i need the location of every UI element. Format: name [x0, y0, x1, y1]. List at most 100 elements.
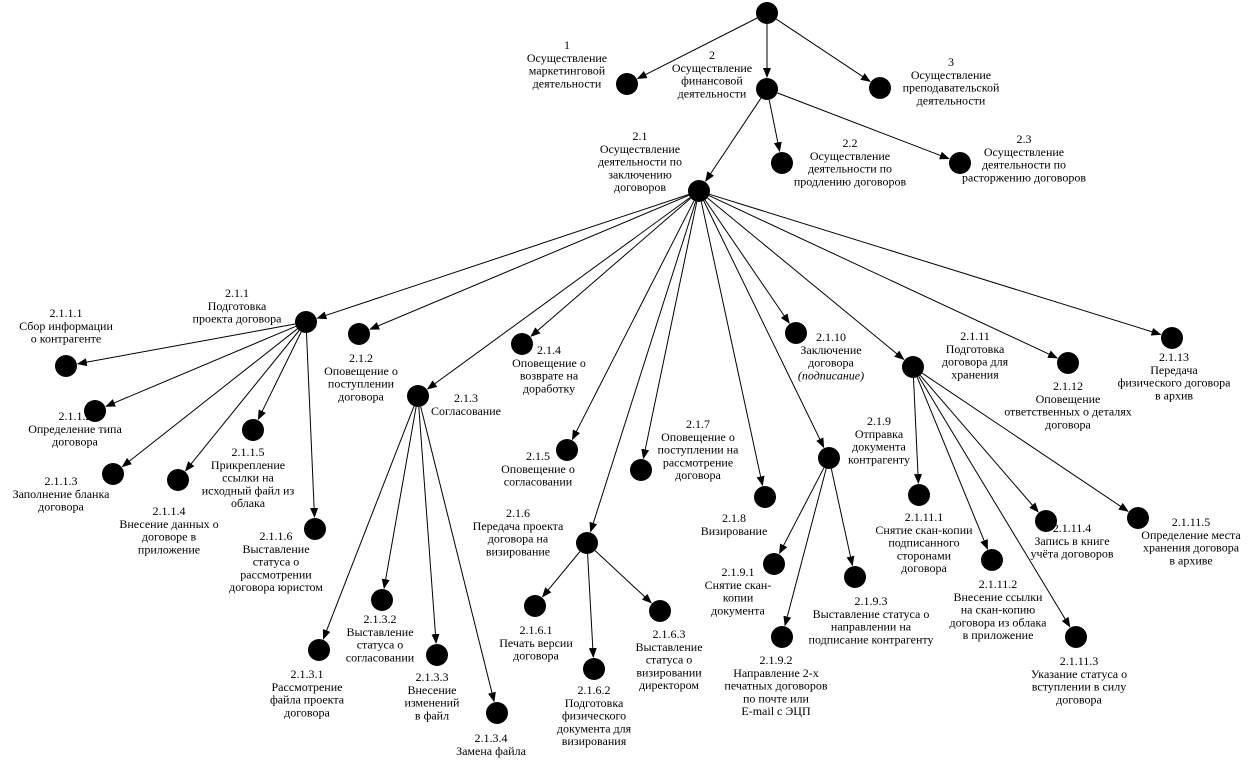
node-2-1-3-2 [371, 589, 393, 611]
label-line: документа для [557, 721, 632, 735]
node-2-1-8 [754, 486, 776, 508]
label-line: договора [338, 389, 384, 403]
label-line: договоров [614, 180, 666, 194]
node-2-1-6-1 [524, 595, 546, 617]
label-line: договора [38, 500, 84, 514]
label-line: в архив [1155, 388, 1193, 402]
label-line: договора [901, 561, 947, 575]
node-2-3 [949, 152, 971, 174]
edge-2-1-11-to-2-1-11-2 [916, 377, 988, 550]
edge-2-1-to-2-1-11 [707, 197, 905, 361]
node-2-1-12 [1057, 352, 1079, 374]
label-line: 3 [948, 55, 954, 69]
label-line: деятельности [533, 76, 602, 90]
label-line: Оповещение о [512, 356, 586, 370]
label-line: 2.2 [843, 136, 858, 150]
label-line: 2.1.9 [867, 414, 891, 428]
label-line: Замена файла [456, 744, 527, 758]
node-2-1-11-1 [908, 484, 930, 506]
edge-2-1-11-to-2-1-11-1 [913, 377, 922, 484]
node-2-1-11 [902, 356, 924, 378]
label-line: поступлении на [658, 443, 740, 457]
node-2-1-3-1 [308, 639, 330, 661]
edge-2-1-to-2-1-10 [704, 199, 790, 324]
node-2-1-1-4 [167, 469, 189, 491]
edge-2-1-1-to-2-1-1-6 [306, 332, 319, 518]
label-line: договора [284, 705, 330, 719]
label-line: Осуществление [527, 51, 607, 65]
label-line: согласовании [346, 650, 415, 664]
label-line: Выставление [635, 640, 702, 654]
label-line: 2.1.11.5 [1172, 515, 1211, 529]
edge-2-1-1-to-2-1-1-3 [121, 328, 298, 468]
label-line: 2.1.1 [225, 286, 249, 300]
label-line: продлению договоров [794, 174, 907, 188]
label-line: 1 [564, 38, 570, 52]
edge-2-1-3-to-2-1-3-2 [381, 406, 417, 590]
label-line: 2.1.1.5 [232, 445, 265, 459]
node-2-1-13 [1161, 327, 1183, 349]
label-line: Отправка [855, 427, 904, 441]
label-line: направлении на [831, 620, 912, 634]
nodes-group [55, 2, 1183, 724]
node-2-1-3-3 [426, 644, 448, 666]
label-line: Визирование [701, 524, 768, 538]
edge-2-1-9-to-2-1-9-2 [783, 468, 827, 627]
label-line: в файл [415, 708, 449, 722]
node-2-2 [771, 152, 793, 174]
node-2-1-9-3 [844, 566, 866, 588]
label-line: копии [723, 591, 754, 605]
label-line: 2.1.11.1 [905, 510, 944, 524]
node-2-1-3-4 [486, 702, 508, 724]
label-line: Внесение ссылки [954, 590, 1044, 604]
edge-2-to-2-1 [705, 97, 762, 182]
node-2-1-1-6 [304, 518, 326, 540]
label-line: Выставление статуса о [813, 607, 930, 621]
label-line: Прикрепление [211, 458, 285, 472]
label-line: хранения договора [1143, 541, 1240, 555]
label-line: хранения [951, 367, 999, 381]
edge-2-1-to-2-1-13 [709, 193, 1162, 336]
node-2-1-11-4 [1035, 510, 1057, 532]
label-line: Подготовка [946, 342, 1005, 356]
label-line: файла проекта [270, 693, 345, 707]
node-2-1-6-3 [649, 600, 671, 622]
label-line: договора [513, 649, 559, 663]
edge-2-1-9-to-2-1-9-3 [830, 468, 855, 567]
label-line: Согласование [431, 404, 501, 418]
node-3 [869, 77, 891, 99]
label-line: возврате на [520, 369, 579, 383]
label-line: Определение места [1141, 528, 1241, 542]
label-line: преподавательской [903, 81, 1000, 95]
label-line: 2.1.9.2 [760, 653, 793, 667]
label-line: договора [808, 356, 854, 370]
label-line: по почте или [743, 691, 810, 705]
edge-2-1-1-to-2-1-1-5 [257, 331, 302, 421]
label-line: деятельности по [598, 155, 682, 169]
edge-2-1-to-2-1-4 [530, 197, 692, 337]
label-line: 2.1.11 [960, 329, 990, 343]
node-2-1 [688, 180, 710, 202]
label-line: контрагенту [848, 452, 910, 466]
label-line: Оповещение [1036, 392, 1101, 406]
label-line: Оповещение о [661, 430, 735, 444]
node-2-1-9 [818, 447, 840, 469]
label-line: 2.1.6.3 [653, 627, 686, 641]
label-line: 2.1.13 [1159, 350, 1189, 364]
label-line: 2.1.9.1 [722, 565, 755, 579]
node-2-1-1-3 [102, 463, 124, 485]
